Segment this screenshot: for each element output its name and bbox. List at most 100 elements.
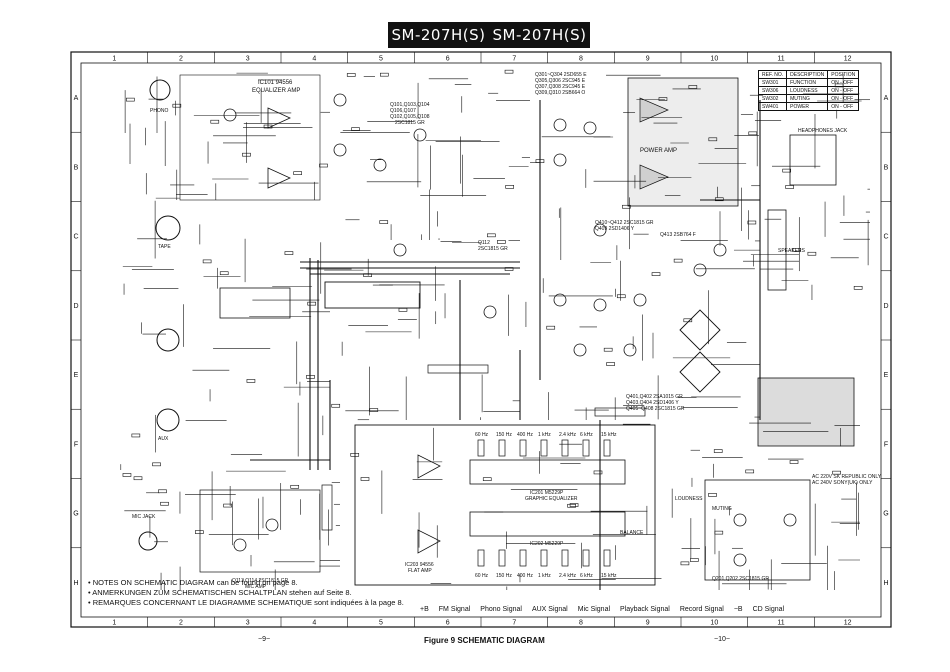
resistor-symbol [246, 379, 256, 383]
resistor-symbol [505, 185, 515, 189]
aux-din-jack [156, 408, 180, 432]
label-ac-note1: AC 220V SK REPUBLIC ONLY [812, 474, 882, 480]
grid-col-label: 10 [710, 56, 718, 63]
resistor-symbol [360, 477, 370, 481]
transistor-symbol [623, 343, 637, 357]
resistor-symbol [708, 493, 717, 497]
switch-table-cell: ON - OFF [827, 78, 860, 87]
label-q102-part: 2SC1815 GR [395, 120, 425, 126]
label-graphic-eq: GRAPHIC EQUALIZER [525, 496, 578, 502]
transistor-symbol [633, 293, 647, 307]
eq-slider-pot [540, 549, 548, 567]
resistor-symbol [683, 318, 693, 323]
label-q309: Q309,Q310 2SB664 O [535, 90, 585, 96]
resistor-symbol [789, 460, 799, 464]
eq-frequency-label: 2.4 kHz [559, 573, 576, 579]
switch-table-cell: FUNCTION [786, 78, 829, 87]
label-q101: Q101,Q103,Q104 [390, 102, 430, 108]
transistor-symbol [223, 108, 237, 122]
grid-col-label: 10 [710, 620, 718, 627]
model-title-left: SM-207H(S) [391, 26, 486, 44]
legend-item: FM Signal [438, 606, 471, 613]
grid-col-label: 3 [246, 56, 250, 63]
graphic-equalizer-area [354, 424, 656, 586]
note-french: • REMARQUES CONCERNANT LE DIAGRAMME SCHE… [88, 598, 404, 607]
switch-table-header-cell: POSITION [827, 70, 860, 79]
power-amp-ic-upper [639, 97, 669, 123]
resistor-symbol [363, 273, 372, 277]
resistor-symbol [782, 168, 792, 173]
label-speakers: SPEAKERS [778, 248, 806, 254]
model-title-banner: SM-207H(S) SM-207H(S) [388, 22, 590, 48]
eq-frequency-label: 400 Hz [517, 573, 533, 579]
transistor-symbol [553, 293, 567, 307]
resistor-symbol [651, 272, 661, 276]
resistor-symbol [122, 473, 132, 477]
resistor-symbol [708, 137, 718, 142]
label-muting: MUTING [712, 506, 732, 512]
eq-slider-pot [477, 439, 485, 457]
resistor-symbol [293, 171, 302, 175]
legend-item: AUX Signal [531, 606, 568, 613]
legend-item: Mic Signal [577, 606, 611, 613]
resistor-symbol [482, 477, 492, 481]
grid-row-label: A [74, 95, 79, 102]
legend-item: Playback Signal [620, 606, 670, 613]
grid-col-label: 3 [246, 620, 250, 627]
resistor-symbol [807, 251, 817, 256]
ic201-block [469, 459, 626, 485]
resistor-symbol [747, 220, 757, 225]
bridge-rectifier-lower [679, 351, 721, 393]
label-loudness: LOUDNESS [675, 496, 703, 502]
grid-row-label: F [74, 441, 78, 448]
label-mic-jack: MIC JACK [132, 514, 156, 520]
grid-col-label: 7 [512, 620, 516, 627]
eq-frequency-label: 15 kHz [601, 573, 617, 579]
eq-slider-pot [498, 439, 506, 457]
resistor-symbol [593, 470, 603, 475]
grid-row-label: B [884, 164, 889, 171]
speaker-terminals [767, 209, 787, 291]
grid-row-label: G [73, 511, 78, 518]
label-headphones: HEADPHONES JACK [798, 128, 848, 134]
resistor-symbol [535, 159, 545, 163]
switch-table-cell: MUTING [786, 94, 829, 103]
label-ic201: IC201 M5229P [530, 490, 564, 496]
label-q112: Q112 [478, 240, 490, 246]
resistor-symbol [202, 259, 212, 264]
note-german: • ANMERKUNGEN ZUM SCHEMATISCHEN SCHALTPL… [88, 588, 352, 597]
grid-col-label: 4 [312, 56, 316, 63]
resistor-symbol [133, 476, 143, 481]
eq-slider-pot [519, 549, 527, 567]
eq-slider-pot [582, 439, 590, 457]
model-title-right: SM-207H(S) [492, 26, 587, 44]
ic101-opamp-lower [267, 167, 291, 189]
resistor-symbol [713, 449, 723, 453]
grid-col-label: 6 [446, 620, 450, 627]
grid-col-label: 11 [777, 56, 784, 63]
resistor-symbol [160, 501, 169, 506]
switch-table-cell: ON - OFF [827, 86, 860, 95]
resistor-symbol [680, 561, 690, 566]
resistor-symbol [195, 530, 204, 534]
resistor-symbol [307, 301, 317, 306]
grid-row-label: A [884, 95, 889, 102]
resistor-symbol [152, 462, 161, 467]
label-tape: TAPE [158, 244, 171, 250]
figure-caption: Figure 9 SCHEMATIC DIAGRAM [424, 636, 545, 645]
eq-frequency-label: 150 Hz [496, 432, 512, 438]
mic-amp-block [199, 489, 321, 573]
mic-jack-symbol [138, 531, 158, 551]
transistor-symbol [693, 263, 707, 277]
component-symbols [122, 69, 863, 567]
label-q307: Q307,Q308 2SC945 E [535, 84, 586, 90]
grid-row-label: H [883, 580, 888, 587]
eq-slider-pot [519, 439, 527, 457]
tape-din-jack [155, 215, 181, 241]
legend-item: Phono Signal [480, 606, 522, 613]
label-aux: AUX [158, 436, 169, 442]
eq-slider-pot [603, 439, 611, 457]
grid-col-label: 1 [112, 56, 116, 63]
power-amp-ic-lower [639, 164, 669, 190]
